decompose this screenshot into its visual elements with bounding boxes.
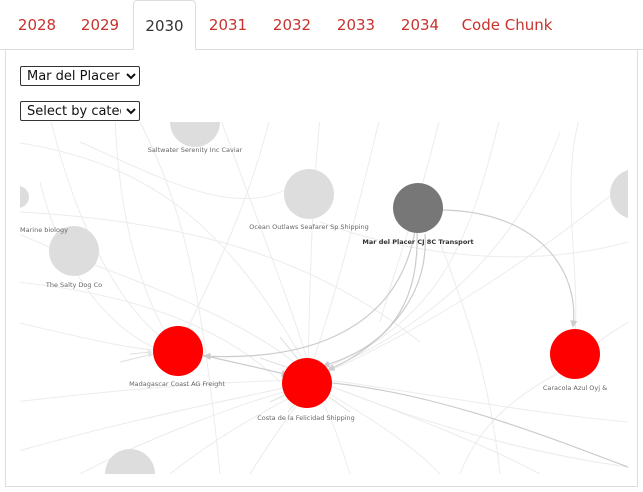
node-saltwater[interactable] xyxy=(170,122,220,147)
highlight-edges xyxy=(201,209,628,468)
label-madagascar: Madagascar Coast AG Freight xyxy=(129,380,225,388)
tab-2034[interactable]: 2034 xyxy=(400,16,440,34)
label-salty-dog: The Salty Dog Co xyxy=(45,281,102,289)
label-ocean-outlaws: Ocean Outlaws Seafarer Sp Shipping xyxy=(249,223,369,231)
label-marine-biology: Marine biology xyxy=(20,226,68,234)
tab-2030[interactable]: 2030 xyxy=(133,0,196,51)
tab-2031[interactable]: 2031 xyxy=(208,16,248,34)
node-ocean-outlaws[interactable] xyxy=(284,169,334,219)
node-madagascar[interactable] xyxy=(153,326,203,376)
tab-2032[interactable]: 2032 xyxy=(272,16,312,34)
node-labels: Saltwater Serenity Inc Caviar Marine bio… xyxy=(20,146,607,422)
node-right-edge[interactable] xyxy=(610,169,628,219)
faded-edges xyxy=(20,122,628,474)
tab-2028[interactable]: 2028 xyxy=(17,16,57,34)
node-salty-dog[interactable] xyxy=(49,226,99,276)
faded-nodes xyxy=(20,122,628,474)
company-select[interactable]: Mar del Placer xyxy=(20,66,140,86)
label-mar-del-placer: Mar del Placer CJ 8C Transport xyxy=(362,238,473,246)
node-bottom-left[interactable] xyxy=(105,449,155,474)
label-saltwater: Saltwater Serenity Inc Caviar xyxy=(148,146,243,154)
node-mar-del-placer[interactable] xyxy=(393,183,443,233)
node-costa[interactable] xyxy=(282,358,332,408)
tab-panel xyxy=(5,50,638,487)
tab-2029[interactable]: 2029 xyxy=(80,16,120,34)
network-svg: Saltwater Serenity Inc Caviar Marine bio… xyxy=(20,122,628,474)
tab-2033[interactable]: 2033 xyxy=(336,16,376,34)
year-tabs: 2028 2029 2030 2031 2032 2033 2034 Code … xyxy=(0,0,643,51)
node-caracola[interactable] xyxy=(550,329,600,379)
node-marine-biology[interactable] xyxy=(20,186,29,208)
category-select[interactable]: Select by categ xyxy=(20,101,140,121)
tab-code-chunk[interactable]: Code Chunk xyxy=(461,16,553,34)
label-caracola: Caracola Azul Oyj & xyxy=(543,384,607,392)
label-costa: Costa de la Felicidad Shipping xyxy=(257,414,355,422)
network-graph[interactable]: Saltwater Serenity Inc Caviar Marine bio… xyxy=(20,122,628,474)
